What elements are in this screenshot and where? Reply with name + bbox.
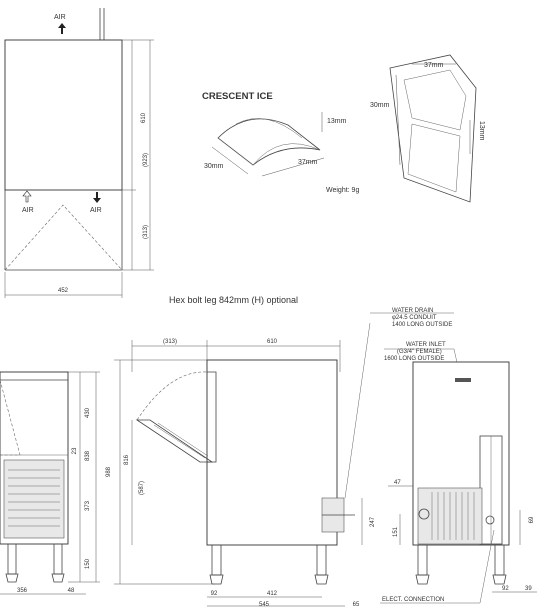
water-drain-spec: φ24.5 CONDUIT bbox=[392, 315, 437, 321]
dim-313-label: (313) bbox=[143, 225, 149, 239]
front-dim-430-label: 430 bbox=[85, 407, 91, 418]
front-dim-150-label: 150 bbox=[85, 558, 91, 569]
side-dim-816-label: 816 bbox=[124, 454, 130, 465]
crescent-dim-13-label: 13mm bbox=[327, 118, 347, 125]
side-dim-988-label: 988 bbox=[106, 466, 112, 477]
side-view: (313) 610 247 988 816 (587) 92 412 bbox=[106, 339, 376, 608]
ice-cube-diagram: 37mm 30mm 13mm bbox=[370, 54, 485, 203]
front-dim-23-label: 23 bbox=[72, 447, 78, 454]
crescent-ice-title: CRESCENT ICE bbox=[202, 91, 273, 102]
front-leg-left bbox=[7, 543, 17, 575]
side-leg-right bbox=[316, 544, 327, 576]
rear-leg-right bbox=[494, 544, 505, 576]
front-view: 430 23 838 373 150 356 48 bbox=[0, 371, 100, 595]
crescent-weight-label: Weight: 9g bbox=[326, 187, 359, 194]
rear-dim-39-label: 39 bbox=[525, 586, 532, 592]
crescent-ice-figure: CRESCENT ICE 13mm 30mm 37mm Weight: 9g bbox=[202, 91, 359, 194]
elect-connection-label: ELECT. CONNECTION bbox=[382, 597, 444, 603]
rear-dim-47-label: 47 bbox=[394, 480, 401, 486]
water-inlet-spec: (G3/4" FEMALE) bbox=[397, 349, 442, 355]
air-out-arrow-icon bbox=[93, 192, 101, 203]
front-dim-838-label: 838 bbox=[85, 450, 91, 461]
water-inlet-title: WATER INLET bbox=[406, 342, 446, 348]
cube-dim-30-label: 30mm bbox=[370, 102, 390, 109]
air-left-label: AIR bbox=[22, 207, 34, 214]
rear-label-plate bbox=[455, 378, 471, 382]
front-dim-356-label: 356 bbox=[17, 588, 28, 594]
side-dim-587-label: (587) bbox=[139, 481, 145, 495]
front-dim-48-label: 48 bbox=[68, 588, 75, 594]
hex-bolt-option-note: Hex bolt leg 842mm (H) optional bbox=[169, 295, 298, 305]
front-leg-right bbox=[53, 543, 63, 575]
water-drain-length: 1400 LONG OUTSIDE bbox=[392, 322, 452, 328]
rear-leg-left bbox=[417, 544, 428, 576]
side-dim-610-label: 610 bbox=[267, 339, 278, 345]
side-dim-65-label: 65 bbox=[353, 602, 360, 608]
side-cabinet bbox=[206, 359, 338, 546]
air-up-arrow-icon bbox=[58, 23, 66, 34]
airflow-dashed-lines bbox=[4, 204, 123, 271]
water-inlet-length: 1600 LONG OUTSIDE bbox=[384, 356, 444, 362]
cabinet-outline bbox=[4, 39, 123, 191]
door-swing-arc bbox=[136, 371, 208, 421]
water-inlet-fitting-icon bbox=[485, 515, 495, 525]
ice-cube-outline bbox=[389, 54, 477, 203]
rear-fitting-circle bbox=[418, 508, 430, 520]
air-top-label: AIR bbox=[54, 14, 66, 21]
rear-dim-92-label: 92 bbox=[502, 586, 509, 592]
dim-923-label: (923) bbox=[143, 153, 149, 167]
side-dim-412-label: 412 bbox=[267, 591, 278, 597]
dim-610-label: 610 bbox=[141, 112, 147, 123]
airflow-view: AIR AIR AIR 610 (923) (313) 452 bbox=[4, 8, 154, 298]
crescent-dim-30-label: 30mm bbox=[204, 163, 224, 170]
air-in-arrow-icon bbox=[22, 190, 32, 203]
side-dim-545-label: 545 bbox=[259, 602, 270, 608]
front-dim-373-label: 373 bbox=[85, 500, 91, 511]
air-right-label: AIR bbox=[90, 207, 102, 214]
cube-dim-13-label: 13mm bbox=[478, 121, 485, 141]
rear-dim-69-label: 69 bbox=[529, 516, 535, 523]
front-grille bbox=[3, 459, 65, 539]
dim-452-label: 452 bbox=[58, 288, 69, 294]
cube-dim-37-label: 37mm bbox=[424, 62, 444, 69]
side-dim-247-label: 247 bbox=[370, 516, 376, 527]
side-dim-313-label: (313) bbox=[163, 339, 177, 345]
rear-dim-151-label: 151 bbox=[393, 526, 399, 537]
open-door bbox=[135, 419, 214, 463]
side-leg-left bbox=[211, 544, 222, 576]
water-drain-title: WATER DRAIN bbox=[392, 308, 433, 314]
side-dim-92-label: 92 bbox=[211, 591, 218, 597]
rear-view: WATER DRAIN φ24.5 CONDUIT 1400 LONG OUTS… bbox=[344, 308, 537, 604]
crescent-dim-37-label: 37mm bbox=[298, 159, 318, 166]
